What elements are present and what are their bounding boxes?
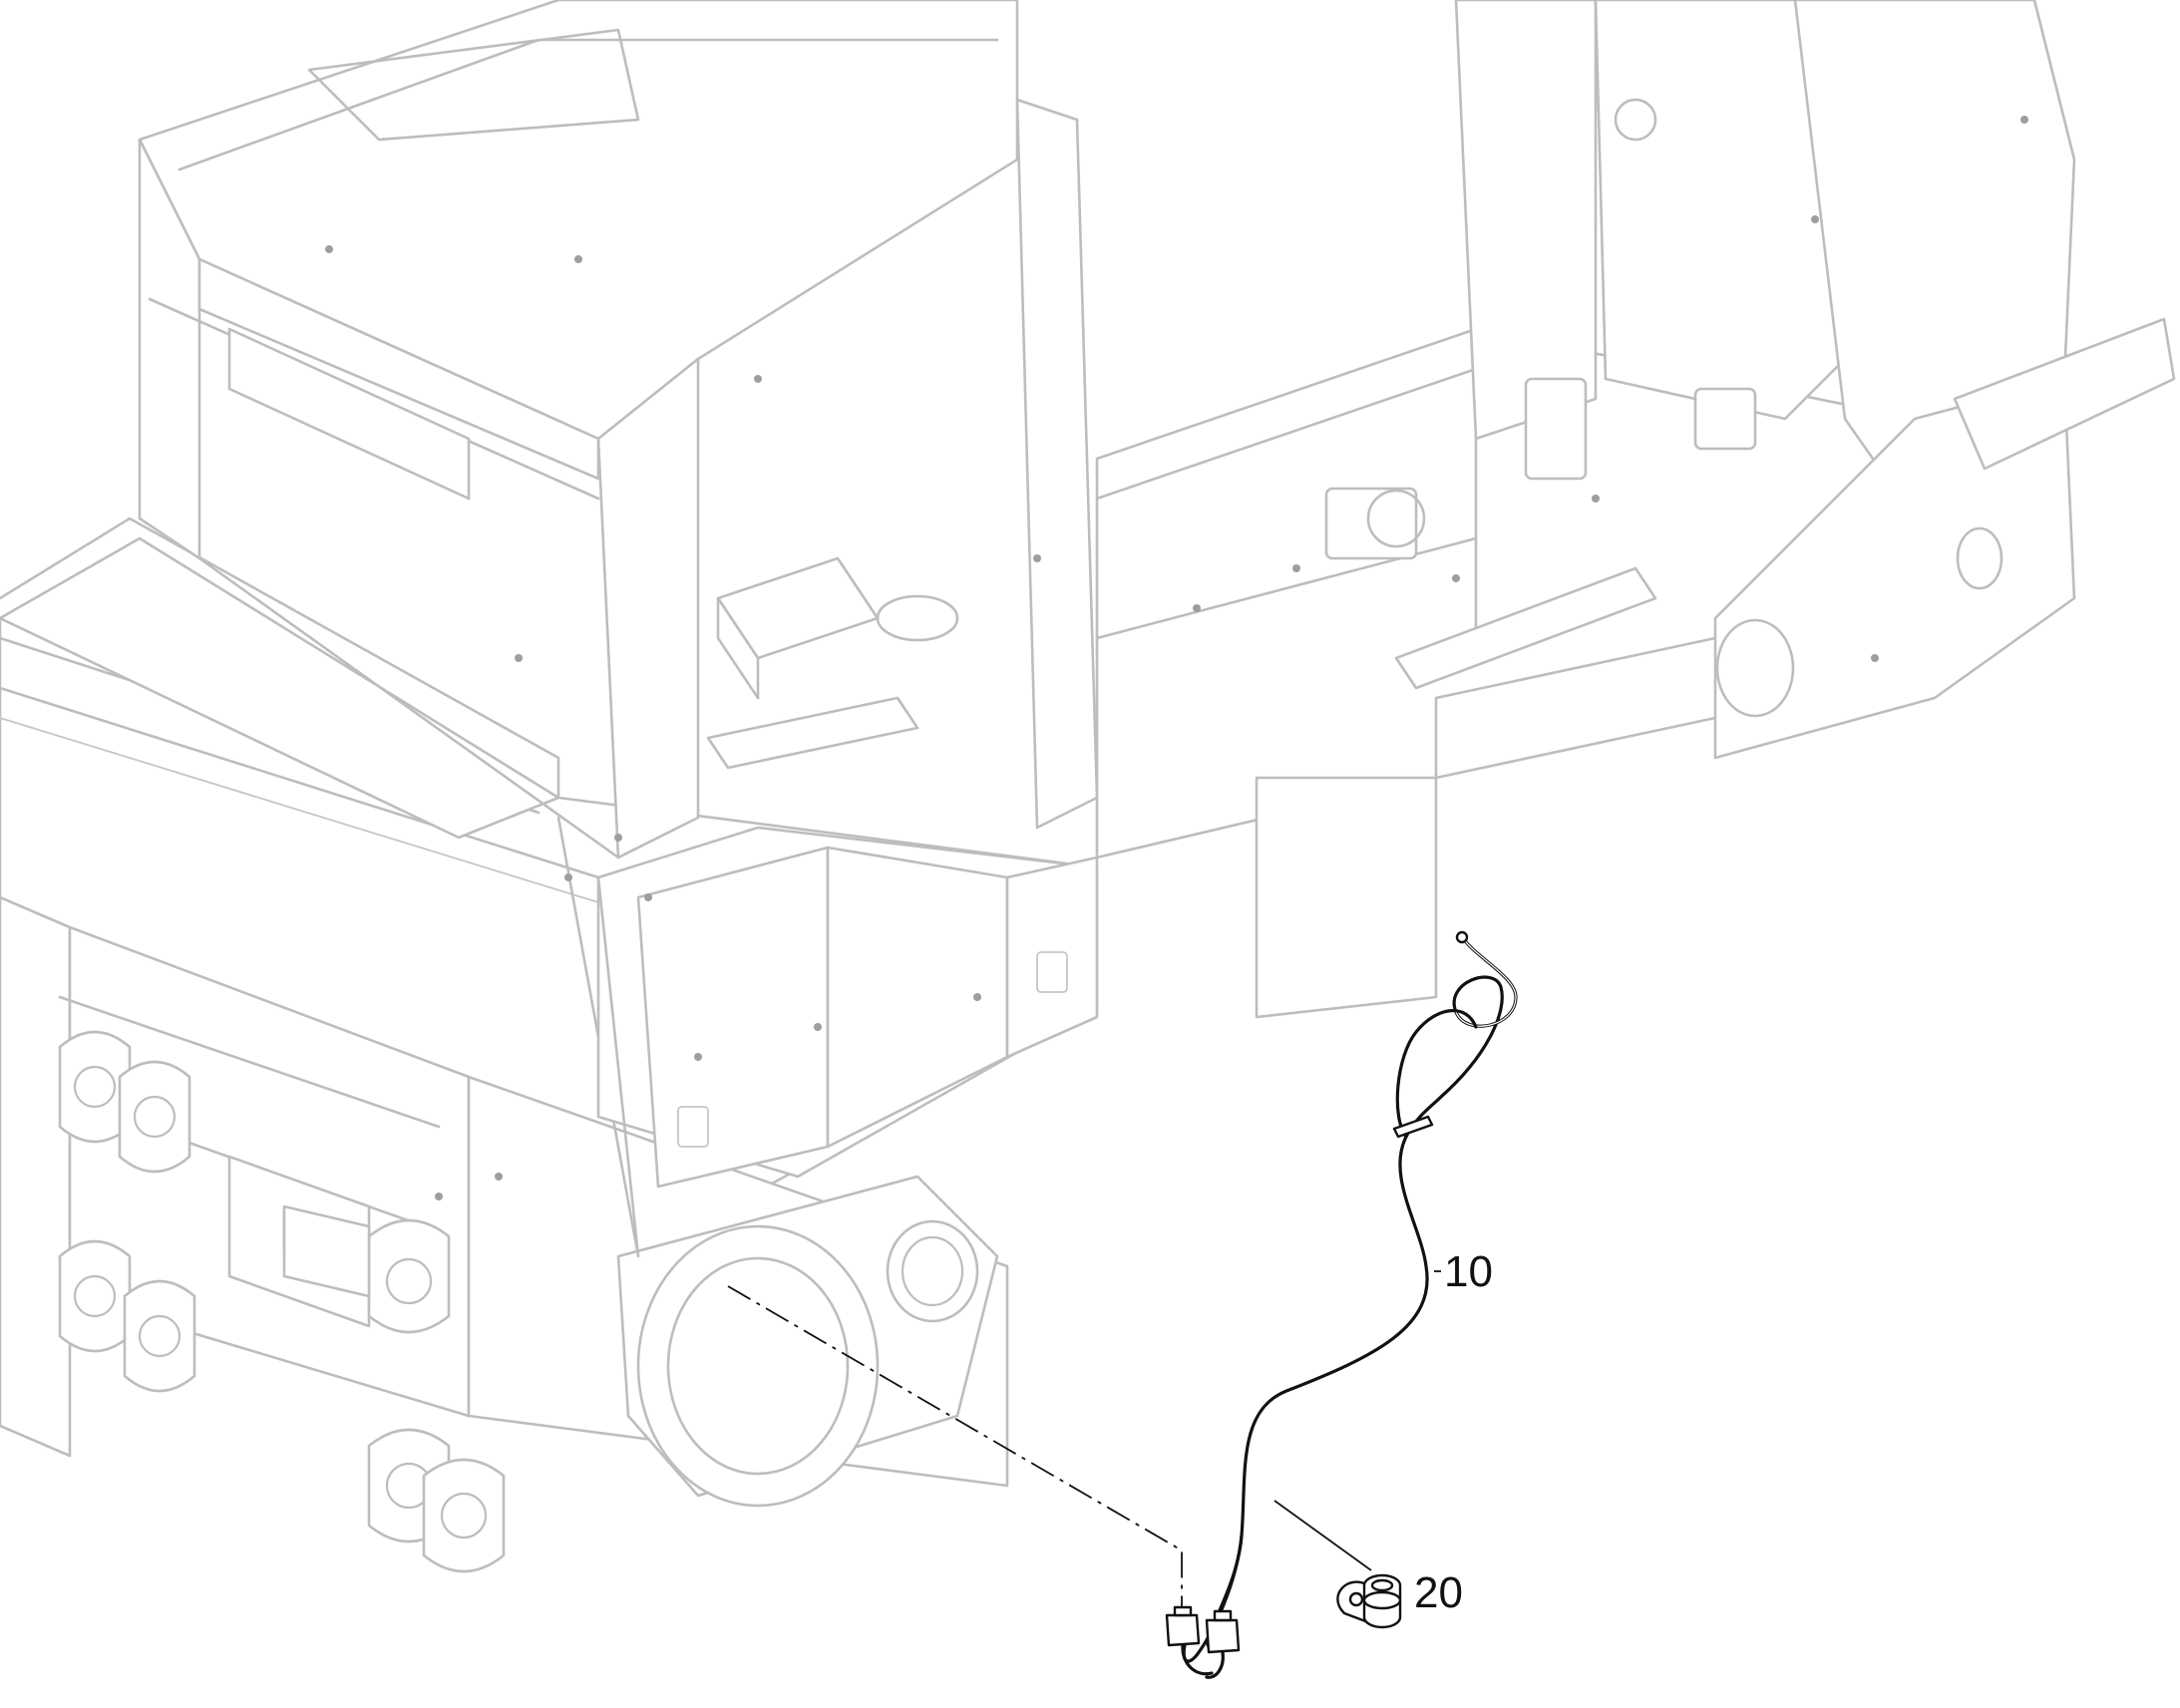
frame-lugs-lower (58, 1239, 506, 1573)
harness-connectors (1165, 1605, 1241, 1679)
frame-lugs-upper (58, 1030, 451, 1334)
frame-bolts (325, 116, 2028, 1200)
harness-sleeve (1392, 1115, 1434, 1139)
callout-20: 20 (1414, 1568, 1463, 1617)
rops-cab-frame (138, 0, 1099, 859)
articulation-ring (616, 1175, 999, 1508)
harness-terminal (1455, 930, 1469, 944)
callout-10: 10 (1444, 1247, 1493, 1296)
leader-20 (1273, 1500, 1372, 1571)
machine-frame (0, 0, 2176, 1573)
cable-clamp (1336, 1573, 1402, 1629)
front-frame (1095, 0, 2176, 1019)
wire-harness (1165, 930, 1518, 1679)
